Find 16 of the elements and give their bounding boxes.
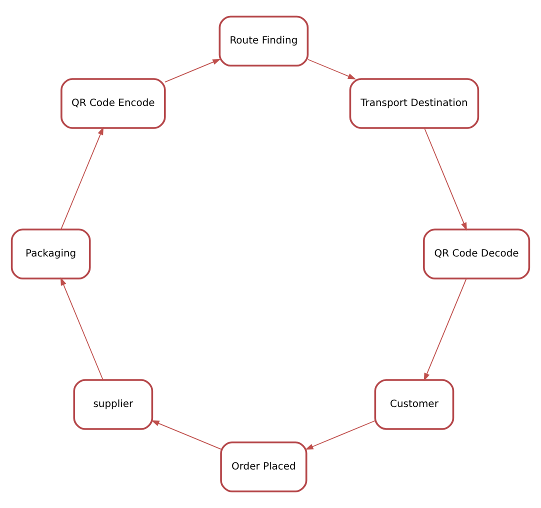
arrow <box>305 420 376 450</box>
node-box: Route Finding <box>218 16 309 67</box>
arrow <box>424 128 467 231</box>
node-box: QR Code Decode <box>423 228 530 280</box>
node-box: Transport Destination <box>349 78 480 129</box>
arrow <box>60 277 104 380</box>
node-box: Customer <box>374 379 454 430</box>
arrow <box>308 59 356 80</box>
arrow <box>424 278 467 382</box>
node-box: QR Code Encode <box>60 78 166 129</box>
arrow <box>164 58 221 82</box>
node-box: Packaging <box>10 228 91 280</box>
arrow <box>151 420 222 450</box>
arrow <box>60 126 104 230</box>
node-box: supplier <box>73 379 154 430</box>
node-box: Order Placed <box>220 441 308 492</box>
